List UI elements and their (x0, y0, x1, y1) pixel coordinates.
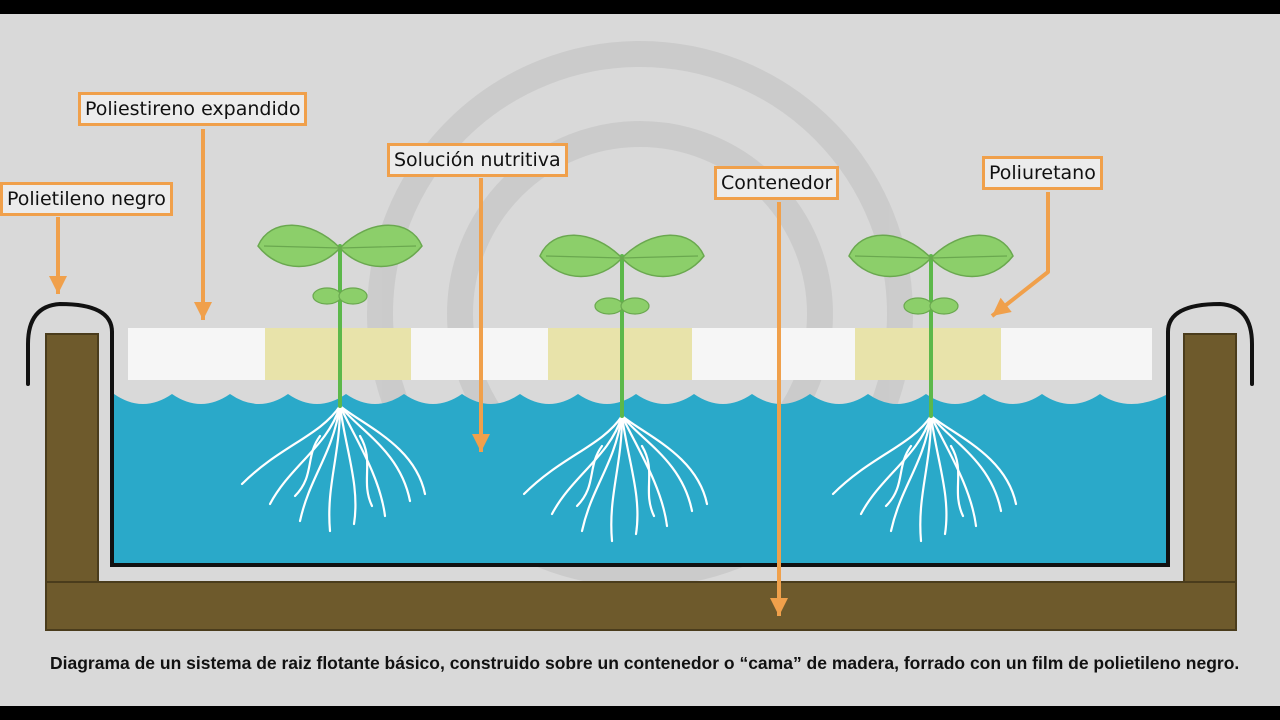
label-solucion-nutritiva: Solución nutritiva (387, 143, 568, 177)
label-contenedor: Contenedor (714, 166, 840, 200)
root-7 (620, 414, 694, 513)
root-9 (293, 434, 322, 498)
callout-arrows (49, 129, 1050, 616)
cotyledon-left (903, 297, 933, 315)
cotyledon-left (594, 297, 624, 315)
root-2 (268, 404, 342, 506)
leaf-vein-left (854, 255, 932, 259)
arrow-solucion (472, 178, 490, 452)
cotyledon-right (620, 297, 650, 315)
root-1 (831, 414, 933, 496)
root-3 (298, 404, 342, 523)
root-8 (338, 404, 427, 496)
leaf-vein-left (263, 245, 341, 249)
wooden-container (45, 333, 1237, 631)
arrow-head (194, 302, 212, 320)
arrow-contenedor (770, 202, 788, 616)
root-10 (949, 444, 965, 518)
root-2 (550, 414, 624, 516)
plant-roots (522, 414, 709, 543)
wood-left-wall (45, 333, 99, 585)
root-1 (522, 414, 624, 496)
root-9 (884, 444, 913, 508)
root-3 (889, 414, 933, 533)
arrow-poliestireno (194, 129, 212, 320)
root-8 (620, 414, 709, 506)
cotyledon-right (338, 287, 368, 305)
leaf-right (338, 224, 423, 268)
film-fold-left (26, 301, 114, 386)
label-polietileno-negro: Polietileno negro (0, 182, 173, 216)
root-7 (929, 414, 1003, 513)
label-poliestireno-expandido: Poliestireno expandido (78, 92, 308, 126)
root-5 (929, 414, 948, 536)
root-3 (580, 414, 624, 533)
arrow-head (770, 598, 788, 616)
arrow-head (472, 434, 490, 452)
plant-2 (522, 234, 709, 543)
black-polyethylene-film (110, 330, 1170, 567)
root-10 (358, 434, 374, 508)
root-8 (929, 414, 1018, 506)
root-1 (240, 404, 342, 486)
cotyledon-right (929, 297, 959, 315)
wood-base (45, 581, 1237, 631)
floating-root-system-diagram (26, 41, 1254, 631)
arrow-shaft (990, 192, 1050, 318)
plant-roots (831, 414, 1018, 543)
arrow-head (49, 276, 67, 294)
leaf-vein-right (930, 255, 1008, 259)
leaf-vein-left (545, 255, 623, 259)
cotyledon-left (312, 287, 342, 305)
leaf-left (848, 234, 933, 278)
root-7 (338, 404, 412, 503)
polyurethane-plug-3 (855, 328, 1001, 380)
arrow-polietileno (49, 217, 67, 294)
root-2 (859, 414, 933, 516)
root-4 (328, 404, 342, 533)
plant-1 (240, 224, 427, 533)
leaf-left (539, 234, 624, 278)
leaf-right (620, 234, 705, 278)
film-fold-right (1166, 301, 1254, 386)
root-10 (640, 444, 656, 518)
leaf-left (257, 224, 342, 268)
diagram-stage: Polietileno negro Poliestireno expandido… (0, 14, 1280, 706)
wood-right-wall (1183, 333, 1237, 585)
root-9 (575, 444, 604, 508)
plant-3 (831, 234, 1018, 543)
diagram-caption: Diagrama de un sistema de raiz flotante … (50, 653, 1240, 673)
root-5 (620, 414, 639, 536)
leaf-right (929, 234, 1014, 278)
arrow-head (992, 297, 1012, 316)
plants (240, 224, 1018, 543)
root-4 (919, 414, 933, 543)
nutrient-solution-water (114, 394, 1168, 565)
leaf-vein-right (621, 255, 699, 259)
root-4 (610, 414, 624, 543)
plant-roots (240, 404, 427, 533)
leaf-vein-right (339, 245, 417, 249)
label-poliuretano: Poliuretano (982, 156, 1103, 190)
arrow-poliuretano (990, 192, 1050, 318)
root-5 (338, 404, 357, 526)
